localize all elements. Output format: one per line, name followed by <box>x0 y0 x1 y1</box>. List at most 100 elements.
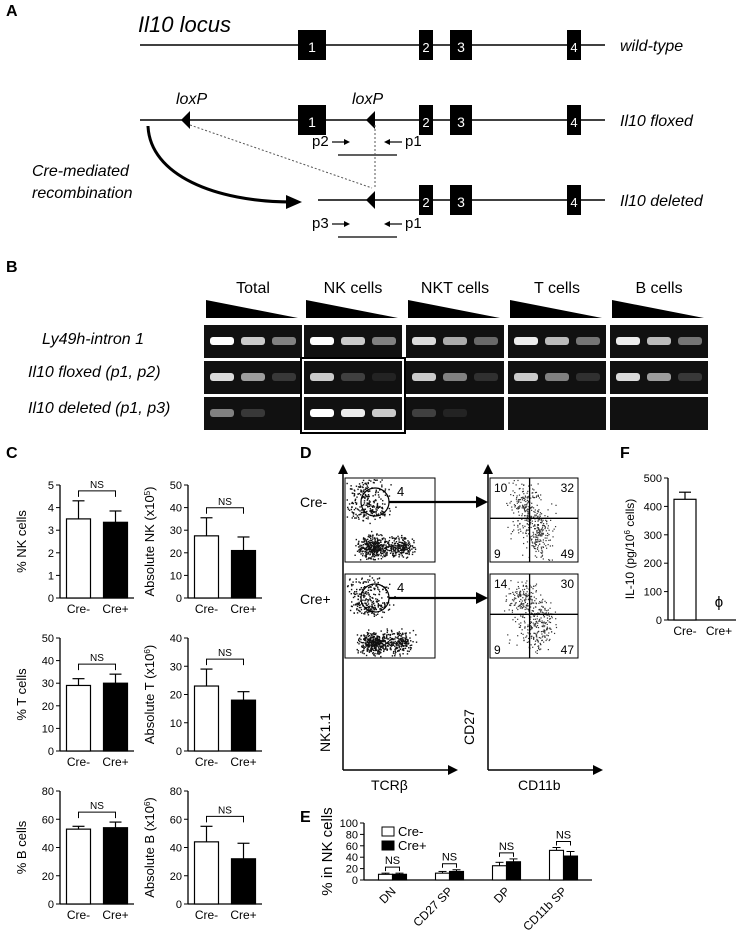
flow-event <box>371 648 374 651</box>
y-tick-label: 100 <box>340 818 358 830</box>
flow-event <box>535 626 537 628</box>
y-tick-label: 0 <box>48 746 54 758</box>
flow-event <box>378 641 381 643</box>
flow-event <box>401 534 403 537</box>
flow-event <box>358 601 360 604</box>
flow-event <box>370 649 372 651</box>
flow-event <box>375 614 377 616</box>
flow-event <box>409 549 411 552</box>
flow-event <box>387 596 389 598</box>
flow-event <box>541 521 543 523</box>
flow-event <box>369 490 371 492</box>
legend-label: Cre- <box>398 824 423 839</box>
flow-event <box>528 641 530 643</box>
flow-event <box>356 641 359 644</box>
gate-percent: 4 <box>397 484 404 499</box>
flow-event <box>531 492 533 494</box>
flow-event <box>513 524 515 526</box>
flow-event <box>389 639 391 642</box>
flow-event <box>390 549 393 551</box>
flow-event <box>371 512 374 515</box>
flow-event <box>514 616 516 619</box>
loxp-label-1: loxP <box>176 91 207 108</box>
flow-event <box>530 521 532 524</box>
flow-event <box>365 553 367 555</box>
flow-event <box>389 545 391 548</box>
flow-event <box>381 640 383 642</box>
flow-event <box>370 606 373 608</box>
flow-event <box>403 544 405 546</box>
flow-event <box>361 577 363 579</box>
flow-event <box>403 642 406 645</box>
flow-event <box>376 545 379 548</box>
flow-event <box>532 610 534 612</box>
flow-event <box>543 631 545 633</box>
flow-event <box>405 642 407 645</box>
flow-event <box>517 501 520 503</box>
flow-event <box>381 486 383 488</box>
flow-event <box>381 616 383 619</box>
ns-bracket <box>78 663 116 671</box>
ns-label: NS <box>90 801 104 812</box>
flow-event <box>371 648 374 650</box>
flow-event <box>364 639 366 642</box>
ns-label: NS <box>90 653 104 664</box>
flow-event <box>528 529 530 531</box>
flow-event <box>530 626 533 629</box>
flow-event <box>538 516 540 519</box>
panel-label-d: D <box>300 445 312 462</box>
flow-event <box>527 490 529 492</box>
flow-event <box>369 637 371 639</box>
panel-label-c: C <box>6 445 18 462</box>
flow-event <box>531 541 533 543</box>
flow-event <box>526 604 528 607</box>
flow-event <box>543 524 545 527</box>
flow-event <box>372 546 374 548</box>
flow-event <box>394 551 396 553</box>
flow-event <box>373 615 376 617</box>
flow-event <box>409 632 411 634</box>
y-tick-label: 30 <box>170 661 182 673</box>
flow-event <box>520 595 522 597</box>
y-tick-label: 0 <box>656 615 662 627</box>
flow-event <box>513 598 515 600</box>
flow-event <box>364 581 366 583</box>
flow-event <box>542 635 544 637</box>
gel-dilution-wedge <box>206 300 298 318</box>
flow-event <box>374 607 377 610</box>
wildtype-exon-2: 2 <box>419 30 433 60</box>
flow-event <box>367 632 370 634</box>
flow-event <box>543 616 545 618</box>
flow-event <box>544 600 546 602</box>
flow-event <box>378 653 380 655</box>
flow-event <box>357 650 360 652</box>
flow-event <box>372 543 375 545</box>
flow-event <box>398 556 400 558</box>
flow-event <box>380 551 382 554</box>
flow-event <box>392 650 395 653</box>
flow-event <box>379 608 381 610</box>
flow-event <box>390 643 393 646</box>
flow-event <box>372 649 375 652</box>
flow-event <box>371 612 373 614</box>
flow-event <box>408 642 410 644</box>
flow-event <box>364 595 366 597</box>
flow-event <box>525 597 527 599</box>
flow-event <box>407 547 409 549</box>
flow-event <box>538 534 540 536</box>
flow-event <box>384 538 387 540</box>
flow-event <box>367 493 370 496</box>
flow-event <box>359 640 361 643</box>
flow-event <box>401 628 403 630</box>
flow-event <box>365 602 367 605</box>
flow-event <box>536 516 538 518</box>
flow-event <box>384 540 386 543</box>
flow-event <box>395 552 398 554</box>
flow-event <box>387 645 389 648</box>
flow-event <box>378 577 381 579</box>
flow-event <box>522 554 524 556</box>
flow-event <box>538 543 541 545</box>
flow-event <box>534 612 536 615</box>
flow-event <box>359 548 362 550</box>
flow-event <box>370 644 372 646</box>
